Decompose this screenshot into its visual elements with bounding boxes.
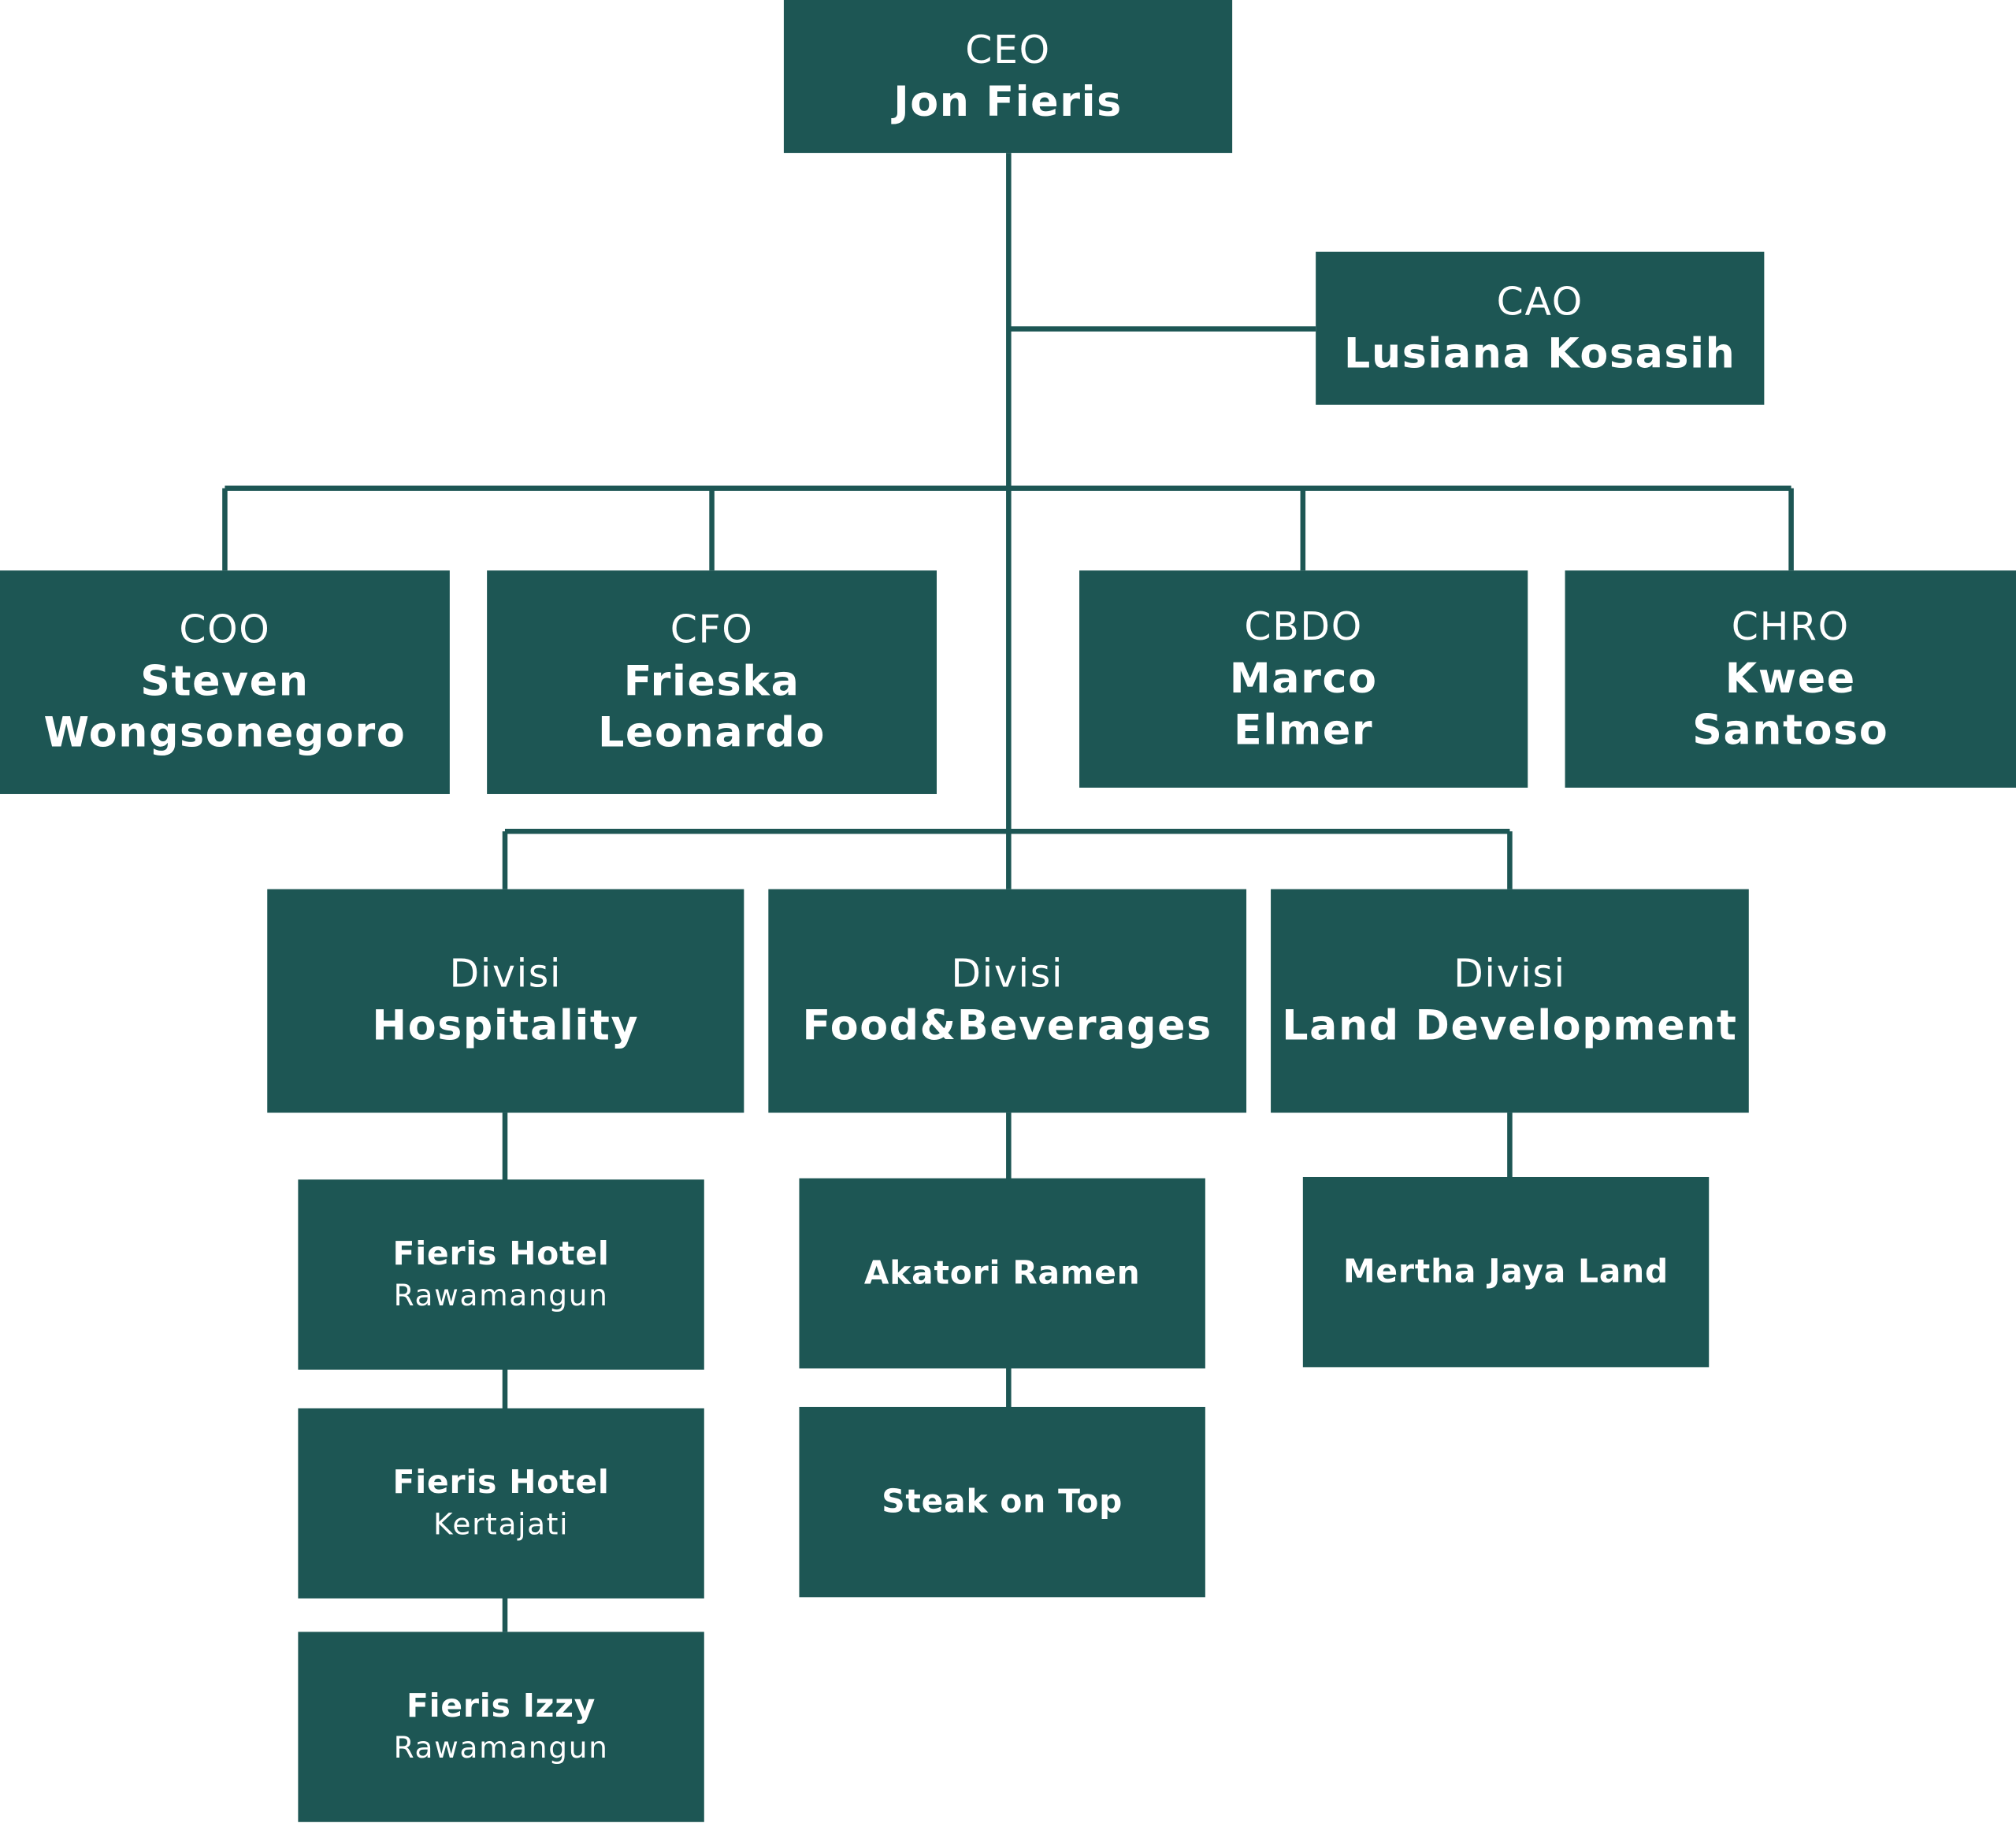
chro-role: CHRO bbox=[1731, 604, 1850, 650]
cfo-box: CFO Frieska Leonardo bbox=[487, 570, 937, 794]
cbdo-name-line1: Marco bbox=[1229, 653, 1378, 703]
cbdo-role: CBDO bbox=[1244, 604, 1363, 650]
unit-location: Rawamangun bbox=[393, 1279, 609, 1313]
unit-box-akatori-ramen: Akatori Ramen bbox=[799, 1178, 1205, 1369]
unit-name: Fieris Izzy bbox=[406, 1687, 596, 1725]
unit-name: Steak on Top bbox=[882, 1483, 1123, 1520]
unit-name: Akatori Ramen bbox=[863, 1253, 1141, 1292]
coo-role: COO bbox=[179, 607, 271, 653]
unit-name: Fieris Hotel bbox=[392, 1463, 610, 1502]
division-label: Divisi bbox=[449, 952, 562, 997]
cbdo-name-line2: Elmer bbox=[1234, 704, 1374, 754]
cao-box: CAO Lusiana Kosasih bbox=[1316, 251, 1765, 405]
cfo-name-line1: Frieska bbox=[623, 656, 800, 706]
cfo-role: CFO bbox=[670, 607, 754, 653]
coo-name-line2: Wongsonegoro bbox=[43, 707, 407, 757]
chro-name-line2: Santoso bbox=[1692, 704, 1889, 754]
cfo-name-line2: Leonardo bbox=[598, 707, 826, 757]
division-label: Divisi bbox=[951, 952, 1064, 997]
division-label: Divisi bbox=[1454, 952, 1566, 997]
unit-box-mertha-jaya-land: Mertha Jaya Land bbox=[1302, 1176, 1710, 1368]
division-name: Food&Beverages bbox=[802, 1001, 1212, 1050]
ceo-role: CEO bbox=[965, 28, 1051, 73]
unit-location: Rawamangun bbox=[393, 1732, 609, 1765]
division-fnb-box: Divisi Food&Beverages bbox=[768, 889, 1247, 1113]
unit-box-fieris-hotel-kertajati: Fieris Hotel Kertajati bbox=[298, 1408, 704, 1598]
cbdo-box: CBDO Marco Elmer bbox=[1079, 570, 1528, 788]
ceo-box: CEO Jon Fieris bbox=[783, 0, 1233, 154]
ceo-name: Jon Fieris bbox=[893, 76, 1123, 126]
division-hospitality-box: Divisi Hospitality bbox=[267, 889, 744, 1113]
cao-name: Lusiana Kosasih bbox=[1344, 328, 1736, 377]
chro-box: CHRO Kwee Santoso bbox=[1565, 570, 2016, 788]
division-land-box: Divisi Land Development bbox=[1271, 889, 1749, 1113]
unit-box-fieris-hotel-rawamangun: Fieris Hotel Rawamangun bbox=[298, 1179, 704, 1370]
cao-role: CAO bbox=[1496, 279, 1583, 325]
unit-name: Fieris Hotel bbox=[392, 1235, 610, 1272]
division-name: Land Development bbox=[1282, 1001, 1738, 1050]
division-name: Hospitality bbox=[372, 1001, 640, 1050]
unit-name: Mertha Jaya Land bbox=[1342, 1253, 1669, 1290]
unit-box-steak-on-top: Steak on Top bbox=[799, 1406, 1205, 1598]
chro-name-line1: Kwee bbox=[1725, 653, 1856, 703]
coo-box: COO Steven Wongsonegoro bbox=[0, 570, 450, 794]
coo-name-line1: Steven bbox=[140, 656, 310, 706]
unit-location: Kertajati bbox=[433, 1508, 570, 1543]
unit-box-fieris-izzy-rawamangun: Fieris Izzy Rawamangun bbox=[298, 1632, 704, 1822]
